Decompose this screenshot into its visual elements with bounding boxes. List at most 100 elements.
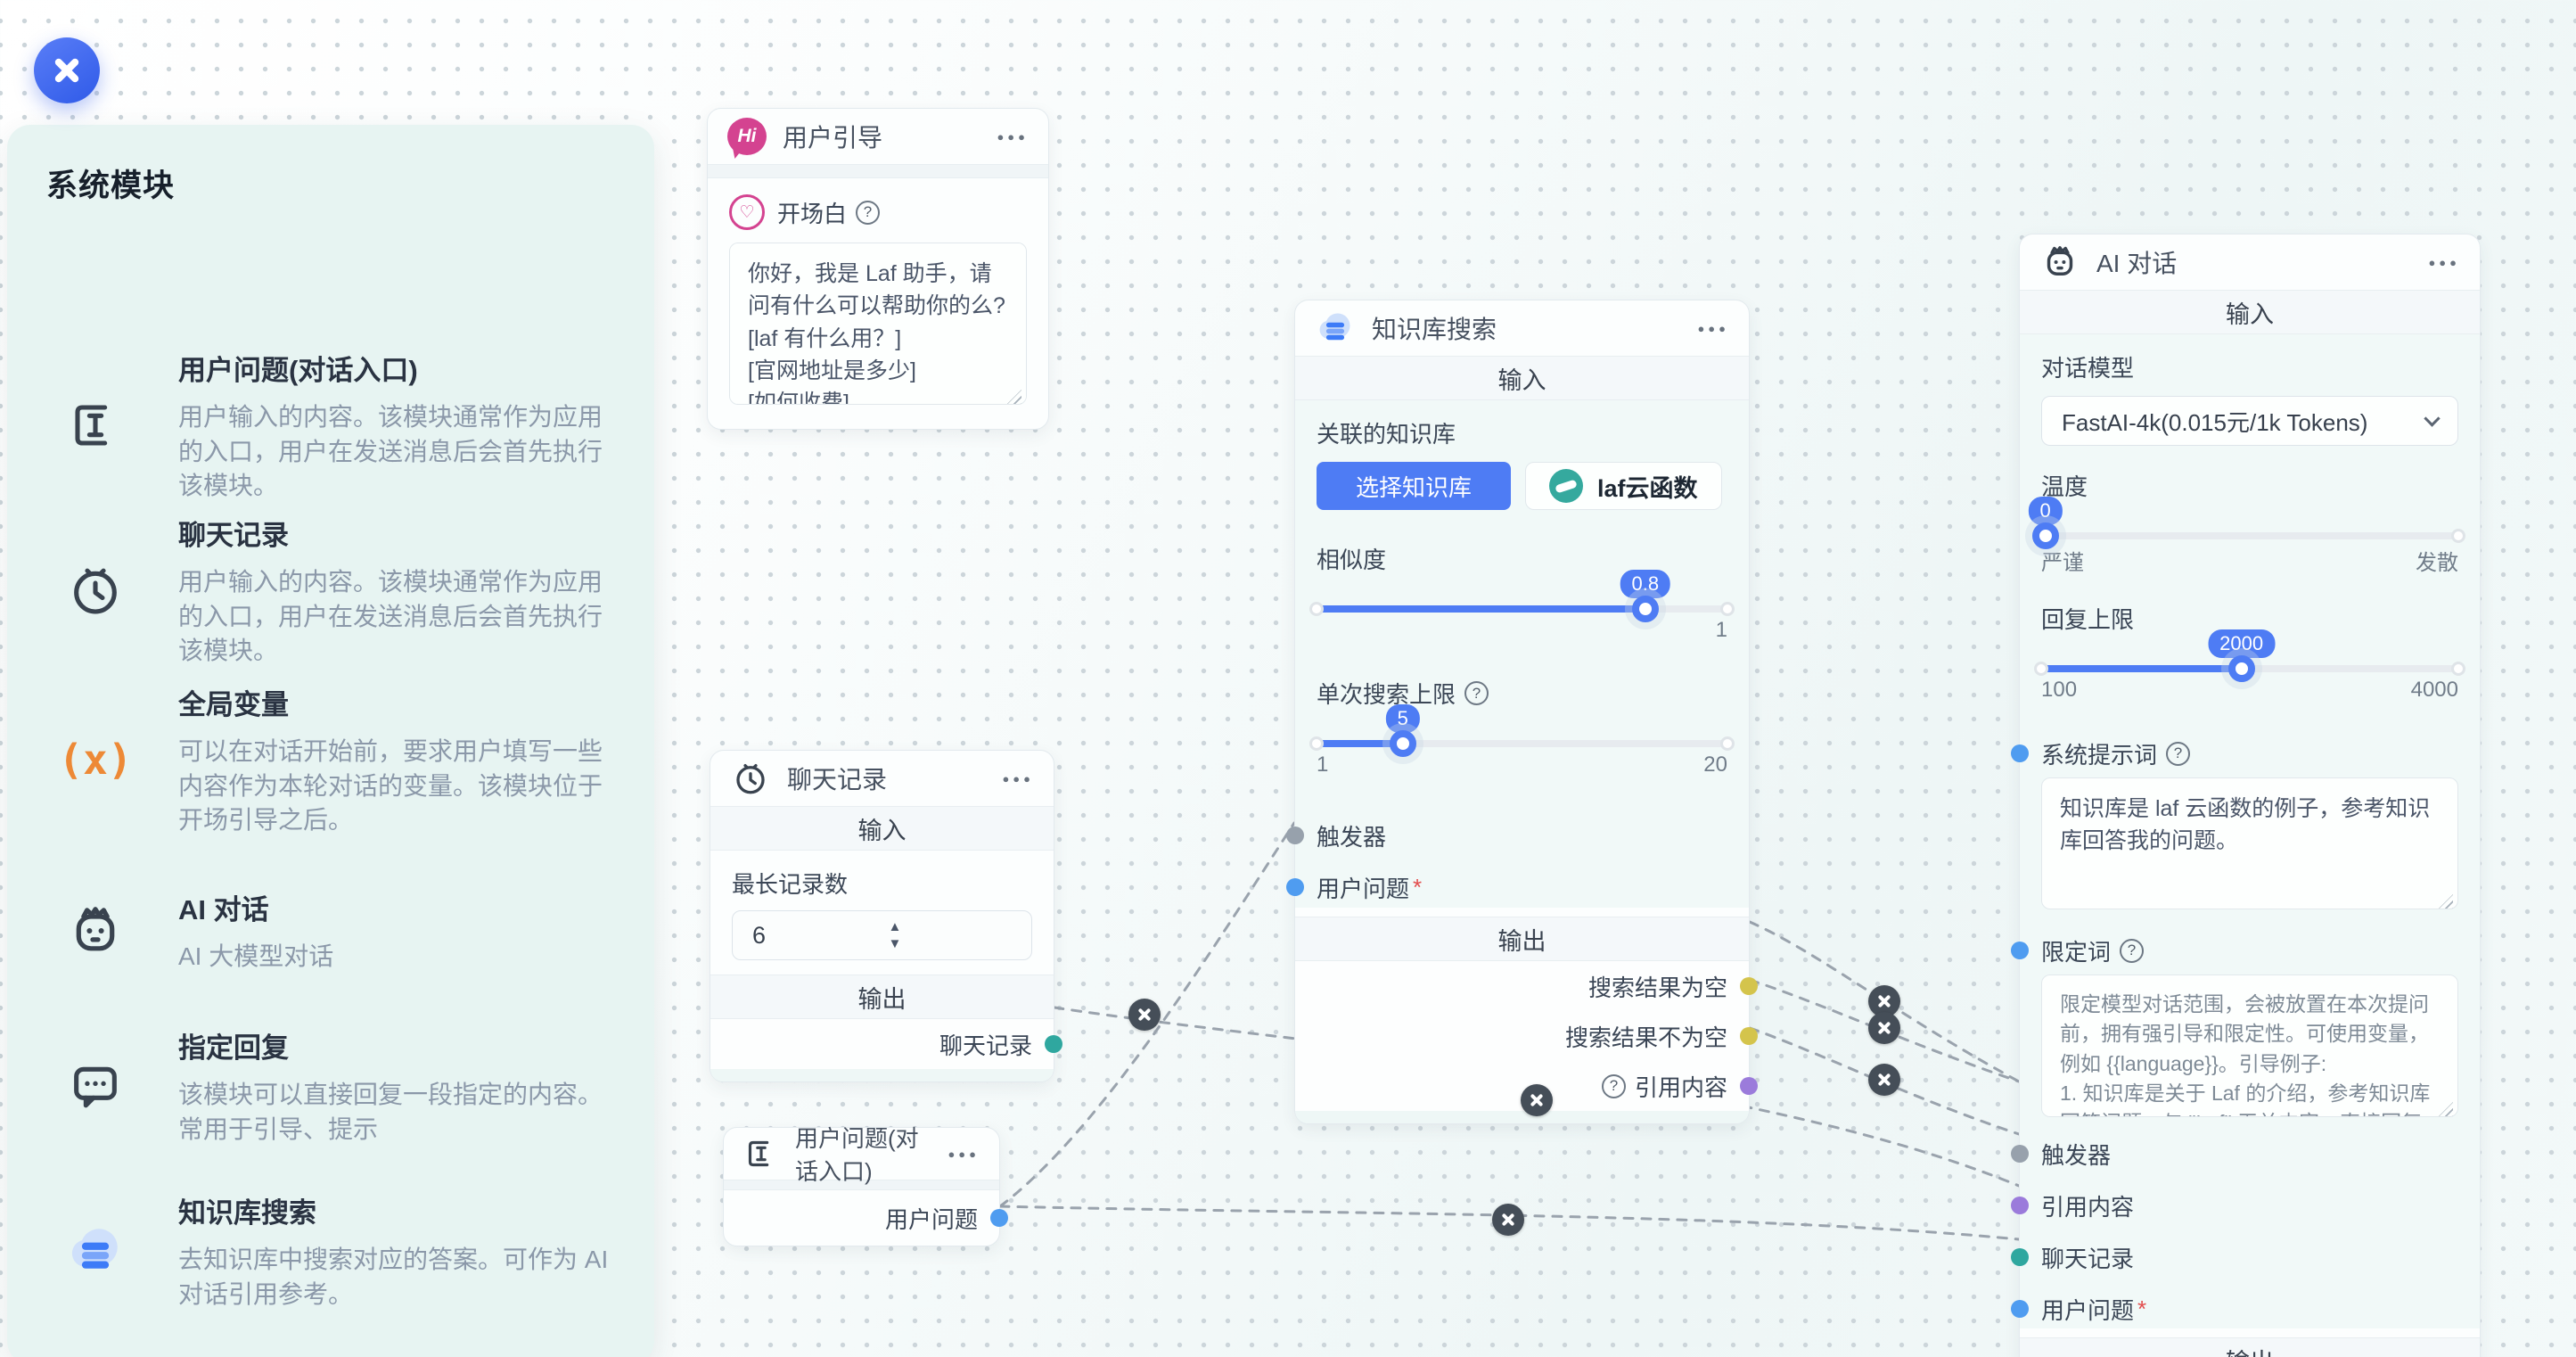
module-title: 知识库搜索 bbox=[178, 1197, 316, 1229]
limit-prompt-textarea[interactable]: 限定模型对话范围，会被放置在本次提问前，拥有强引导和限定性。可使用变量，例如 {… bbox=[2041, 975, 2458, 1117]
max-records-input[interactable]: 6 ▲▼ bbox=[732, 910, 1032, 960]
trigger-label: 触发器 bbox=[2041, 1141, 2112, 1169]
more-menu-icon[interactable]: ●●● bbox=[1697, 321, 1729, 335]
output-port-empty[interactable] bbox=[1740, 977, 1758, 995]
edge-delete-button[interactable] bbox=[1868, 1064, 1900, 1096]
temp-max-label: 发散 bbox=[2416, 551, 2458, 575]
stepper-arrows-icon[interactable]: ▲▼ bbox=[888, 919, 902, 951]
chevron-down-icon bbox=[2424, 409, 2441, 427]
input-port-system-prompt[interactable] bbox=[2011, 744, 2029, 762]
close-button[interactable] bbox=[34, 37, 100, 103]
sidebar-item-chat-history[interactable]: 聊天记录 用户输入的内容。该模块通常作为应用的入口，用户在发送消息后会首先执行该… bbox=[46, 513, 619, 669]
question-label: 用户问题 bbox=[1317, 875, 1410, 902]
help-icon[interactable]: ? bbox=[2166, 741, 2191, 766]
slider-handle[interactable] bbox=[2031, 522, 2059, 549]
input-port-question[interactable] bbox=[1286, 878, 1304, 896]
edge-delete-button[interactable] bbox=[1128, 999, 1161, 1031]
clock-icon bbox=[46, 513, 144, 669]
knowledge-base-icon bbox=[46, 1190, 144, 1312]
node-user-question[interactable]: 用户问题(对话入口) ●●● 用户问题 bbox=[723, 1125, 1008, 1246]
slider-handle[interactable] bbox=[1631, 596, 1659, 622]
output-label: 搜索结果不为空 bbox=[1564, 1024, 1727, 1051]
slider-value-badge: 2000 bbox=[2208, 629, 2276, 658]
temperature-label: 温度 bbox=[2041, 473, 2088, 500]
input-port-trigger[interactable] bbox=[2011, 1145, 2029, 1163]
slider-handle[interactable] bbox=[1389, 730, 1416, 757]
dataset-card[interactable]: laf云函数 bbox=[1525, 462, 1722, 510]
input-section-header: 输入 bbox=[2020, 290, 2480, 334]
output-port-not-empty[interactable] bbox=[1740, 1027, 1758, 1045]
tokens-min: 100 bbox=[2041, 678, 2078, 702]
output-label: 搜索结果为空 bbox=[1587, 974, 1727, 1001]
quote-label: 引用内容 bbox=[2041, 1193, 2135, 1221]
help-icon[interactable]: ? bbox=[1601, 1073, 1626, 1098]
input-port-limit-prompt[interactable] bbox=[2011, 942, 2029, 959]
slider-max: 1 bbox=[1715, 618, 1727, 642]
module-desc: 用户输入的内容。该模块通常作为应用的入口，用户在发送消息后会首先执行该模块。 bbox=[178, 568, 603, 665]
node-chat-history[interactable]: 聊天记录 ●●● 输入 最长记录数 6 ▲▼ 输出 聊天记录 bbox=[710, 750, 1062, 1082]
laf-logo-icon bbox=[1549, 469, 1584, 503]
welcome-textarea[interactable]: 你好，我是 Laf 助手，请问有什么可以帮助你的么? [laf 有什么用？] [… bbox=[729, 243, 1027, 405]
slider-value-badge: 5 bbox=[1385, 704, 1420, 733]
node-kb-search[interactable]: 知识库搜索 ●●● 输入 关联的知识库 选择知识库 laf云函数 相似度 0.8… bbox=[1286, 300, 1758, 1124]
input-port-trigger[interactable] bbox=[1286, 827, 1304, 844]
more-menu-icon[interactable]: ●●● bbox=[1002, 771, 1034, 785]
select-kb-button[interactable]: 选择知识库 bbox=[1317, 462, 1512, 510]
temperature-slider[interactable]: 0 严谨发散 bbox=[2028, 497, 2465, 589]
node-ai-chat[interactable]: AI 对话 ●●● 输入 对话模型 FastAI-4k(0.015元/1k To… bbox=[2011, 234, 2481, 1357]
limit-prompt-label: 限定词 bbox=[2041, 938, 2112, 966]
output-port-history[interactable] bbox=[1045, 1035, 1062, 1053]
field-label: 开场白 bbox=[777, 200, 848, 227]
sidebar-item-kb-search[interactable]: 知识库搜索 去知识库中搜索对应的答案。可作为 AI 对话引用参考。 bbox=[46, 1190, 619, 1312]
clock-icon bbox=[730, 758, 771, 799]
module-title: 用户问题(对话入口) bbox=[178, 355, 418, 386]
output-port-quote[interactable] bbox=[1740, 1077, 1758, 1095]
help-icon[interactable]: ? bbox=[856, 200, 881, 225]
similarity-slider[interactable]: 0.8 1 bbox=[1309, 570, 1735, 668]
more-menu-icon[interactable]: ●●● bbox=[948, 1147, 980, 1161]
module-title: AI 对话 bbox=[178, 894, 269, 925]
system-prompt-textarea[interactable]: 知识库是 laf 云函数的例子，参考知识库回答我的问题。 bbox=[2041, 777, 2458, 909]
sidebar-item-user-question[interactable]: 用户问题(对话入口) 用户输入的内容。该模块通常作为应用的入口，用户在发送消息后… bbox=[46, 348, 619, 504]
edge-delete-button[interactable] bbox=[1521, 1084, 1553, 1116]
required-mark: * bbox=[1413, 873, 1423, 901]
output-label: 聊天记录 bbox=[939, 1032, 1032, 1059]
edge-delete-button[interactable] bbox=[1492, 1204, 1524, 1236]
history-label: 聊天记录 bbox=[2041, 1245, 2135, 1272]
temp-min-label: 严谨 bbox=[2041, 551, 2084, 575]
sidebar-title: 系统模块 bbox=[46, 169, 176, 203]
input-port-history[interactable] bbox=[2011, 1248, 2029, 1266]
edge-delete-button[interactable] bbox=[1868, 1012, 1900, 1044]
edge bbox=[998, 821, 1296, 1208]
more-menu-icon[interactable]: ●●● bbox=[2428, 255, 2460, 269]
input-port-quote[interactable] bbox=[2011, 1197, 2029, 1214]
reply-bubble-icon bbox=[46, 1025, 144, 1147]
node-title: 聊天记录 bbox=[787, 766, 888, 794]
module-desc: 去知识库中搜索对应的答案。可作为 AI 对话引用参考。 bbox=[178, 1246, 609, 1308]
slider-max: 20 bbox=[1703, 753, 1727, 777]
input-section-header: 输入 bbox=[1295, 356, 1749, 400]
required-mark: * bbox=[2137, 1295, 2147, 1322]
sidebar-item-ai-chat[interactable]: AI 对话 AI 大模型对话 bbox=[46, 887, 619, 975]
input-port-question[interactable] bbox=[2011, 1300, 2029, 1318]
output-port-question[interactable] bbox=[990, 1209, 1008, 1227]
help-icon[interactable]: ? bbox=[1464, 681, 1489, 705]
node-title: 用户问题(对话入口) bbox=[795, 1125, 919, 1185]
sidebar-item-fixed-reply[interactable]: 指定回复 该模块可以直接回复一段指定的内容。常用于引导、提示 bbox=[46, 1025, 619, 1147]
sidebar-item-global-variable[interactable]: (x) 全局变量 可以在对话开始前，要求用户填写一些内容作为本轮对话的变量。该模… bbox=[46, 682, 619, 838]
node-user-guide[interactable]: Hi 用户引导 ●●● ♡ 开场白 ? 你好，我是 Laf 助手，请问有什么可以… bbox=[707, 108, 1049, 430]
question-label: 用户问题 bbox=[2041, 1296, 2135, 1324]
trigger-label: 触发器 bbox=[1317, 823, 1387, 851]
variable-icon: (x) bbox=[58, 736, 133, 785]
model-select[interactable]: FastAI-4k(0.015元/1k Tokens) bbox=[2041, 396, 2458, 446]
output-label: 引用内容 bbox=[1634, 1073, 1727, 1101]
slider-value-badge: 0.8 bbox=[1620, 570, 1671, 598]
dataset-label: 关联的知识库 bbox=[1317, 421, 1456, 448]
edge bbox=[1748, 920, 2021, 1083]
more-menu-icon[interactable]: ●●● bbox=[997, 129, 1029, 144]
text-cursor-icon bbox=[743, 1133, 779, 1174]
slider-handle[interactable] bbox=[2227, 655, 2255, 682]
help-icon[interactable]: ? bbox=[2120, 938, 2145, 963]
